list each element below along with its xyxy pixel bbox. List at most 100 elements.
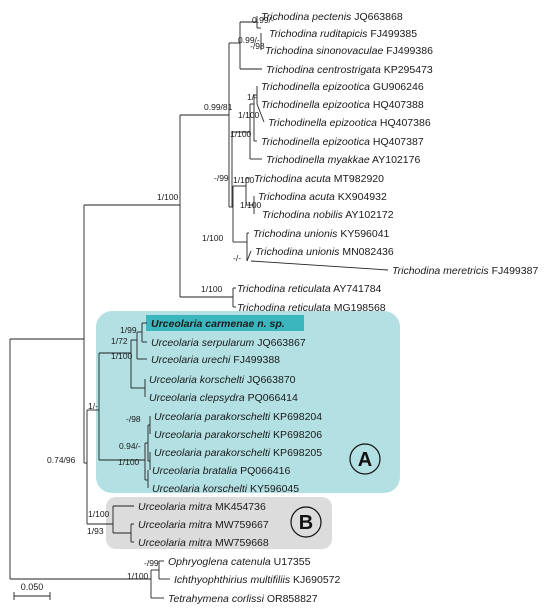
taxon-label: Trichodinella epizootica HQ407388 (261, 99, 424, 111)
taxon-label: Ophryoglena catenula U17355 (168, 556, 311, 568)
tree-branches (9, 16, 389, 599)
taxon-label: Urceolaria urechi FJ499388 (151, 354, 280, 366)
branch-line (246, 250, 252, 262)
taxon-label: Urceolaria bratalia PQ066416 (152, 465, 291, 477)
taxon-name: Trichodinella epizootica (268, 117, 377, 129)
support-value: -/98 (126, 414, 141, 424)
taxon-name: Urceolaria korschelti (149, 374, 245, 386)
support-value: 1/100 (240, 200, 262, 210)
clade-b-box (106, 497, 332, 549)
taxon-name: Urceolaria clepsydra (149, 392, 245, 404)
taxon-name: Trichodina ruditapicis (269, 28, 368, 40)
taxon-name: Tetrahymena corlissi (168, 593, 265, 605)
taxon-label: Ichthyophthirius multifiliis KJ690572 (174, 574, 341, 586)
taxon-label: Trichodina acuta KX904932 (258, 191, 387, 203)
taxon-name: Trichodina meretricis (392, 265, 489, 277)
taxon-label: Urceolaria mitra MW759667 (138, 519, 269, 531)
support-value: 1/72 (111, 336, 128, 346)
taxon-accession: GU906246 (370, 81, 424, 93)
taxon-name: Urceolaria parakorschelti (154, 447, 271, 459)
clade-b-circle (290, 506, 322, 538)
taxon-label: Trichodina acuta MT982920 (254, 173, 384, 185)
taxon-label: Trichodinella myakkae AY102176 (266, 154, 420, 166)
taxon-accession: JQ663868 (351, 11, 403, 23)
taxon-label: Tetrahymena corlissi OR858827 (168, 593, 318, 605)
taxon-name: Trichodina centrostrigata (266, 64, 381, 76)
support-values: 0.99/--/980.99/-0.99/811/-1/1001/100-/99… (47, 15, 274, 581)
taxon-accession: HQ407388 (370, 99, 424, 111)
support-value: 1/100 (157, 192, 179, 202)
taxon-accession: OR858827 (264, 593, 318, 605)
taxon-name: Trichodina acuta (258, 191, 335, 203)
taxon-label: Urceolaria parakorschelti KP698206 (154, 429, 322, 441)
scale-bar-label: 0.050 (21, 582, 44, 592)
taxon-label: Urceolaria carmenae n. sp. (151, 318, 285, 330)
support-value: 1/100 (233, 175, 255, 185)
support-value: -/98 (250, 41, 265, 51)
taxon-label: Trichodina sinonovaculae FJ499386 (265, 45, 433, 57)
taxon-label: Trichodinella epizootica HQ407386 (268, 117, 431, 129)
taxon-name: Trichodina reticulata (237, 302, 331, 314)
taxon-accession: FJ499388 (230, 354, 280, 366)
taxon-name: Trichodina unionis (255, 246, 340, 258)
branch-line (250, 260, 389, 271)
taxon-label: Trichodina unionis KY596041 (253, 228, 390, 240)
support-value: 0.99/81 (204, 102, 233, 112)
support-value: 1/100 (118, 457, 140, 467)
taxon-label: Urceolaria mitra MW759668 (138, 537, 269, 549)
taxon-accession: AY741784 (331, 283, 382, 295)
taxon-label: Trichodina reticulata MG198568 (237, 302, 386, 314)
support-value: 0.99/- (238, 35, 260, 45)
taxon-accession: MW759667 (212, 519, 269, 531)
taxon-name: Urceolaria parakorschelti (154, 429, 271, 441)
taxon-label: Trichodinella epizootica HQ407387 (261, 136, 424, 148)
taxon-name: Urceolaria carmenae n. sp. (151, 318, 285, 330)
taxon-label: Urceolaria serpularum JQ663867 (151, 337, 306, 349)
taxon-name: Trichodina acuta (254, 173, 331, 185)
taxon-accession: KP698206 (270, 429, 322, 441)
taxon-name: Trichodina nobilis (262, 209, 344, 221)
taxon-accession: PQ066416 (237, 465, 290, 477)
taxon-name: Ophryoglena catenula (168, 556, 271, 568)
taxon-accession: FJ499387 (489, 265, 539, 277)
taxon-accession: JQ663867 (254, 337, 306, 349)
taxon-name: Trichodina reticulata (237, 283, 331, 295)
taxon-name: Trichodina sinonovaculae (265, 45, 383, 57)
taxon-accession: KJ690572 (290, 574, 340, 586)
support-value: 1/- (88, 401, 98, 411)
taxon-accession: AY102172 (343, 209, 394, 221)
clade-b-marker: B (290, 506, 322, 538)
support-value: 1/99 (120, 325, 137, 335)
taxon-name: Trichodinella epizootica (261, 136, 370, 148)
taxon-label: Urceolaria parakorschelti KP698204 (154, 411, 322, 423)
taxon-accession: FJ499385 (367, 28, 417, 40)
taxon-label: Trichodina pectenis JQ663868 (261, 11, 403, 23)
taxon-label: Trichodinella epizootica GU906246 (261, 81, 424, 93)
taxon-accession: KY596045 (247, 483, 299, 495)
taxon-label: Urceolaria korschelti KY596045 (152, 483, 299, 495)
taxon-label: Urceolaria clepsydra PQ066414 (149, 392, 298, 404)
taxon-accession: KP698204 (270, 411, 322, 423)
taxon-label: Urceolaria mitra MK454736 (138, 501, 266, 513)
support-value: 1/100 (238, 110, 260, 120)
taxon-name: Ichthyophthirius multifiliis (174, 574, 291, 586)
branch-line (256, 103, 265, 123)
support-value: 0.94/- (119, 441, 141, 451)
taxon-accession: MK454736 (212, 501, 266, 513)
support-value: 0.99/- (252, 15, 274, 25)
taxon-name: Urceolaria serpularum (151, 337, 255, 349)
taxon-name: Urceolaria urechi (151, 354, 231, 366)
taxon-accession: MN082436 (339, 246, 393, 258)
support-value: 0.74/96 (47, 455, 76, 465)
taxon-accession: U17355 (271, 556, 311, 568)
taxon-name: Trichodina pectenis (261, 11, 352, 23)
taxon-name: Urceolaria mitra (138, 519, 212, 531)
scale-bar: 0.050 (13, 582, 51, 600)
clade-a-marker: A (349, 443, 381, 475)
support-value: 1/100 (202, 233, 224, 243)
taxon-accession: KP295473 (381, 64, 433, 76)
support-value: -/99 (144, 558, 159, 568)
taxon-label: Trichodina nobilis AY102172 (262, 209, 394, 221)
clade-a-label: A (358, 449, 372, 471)
